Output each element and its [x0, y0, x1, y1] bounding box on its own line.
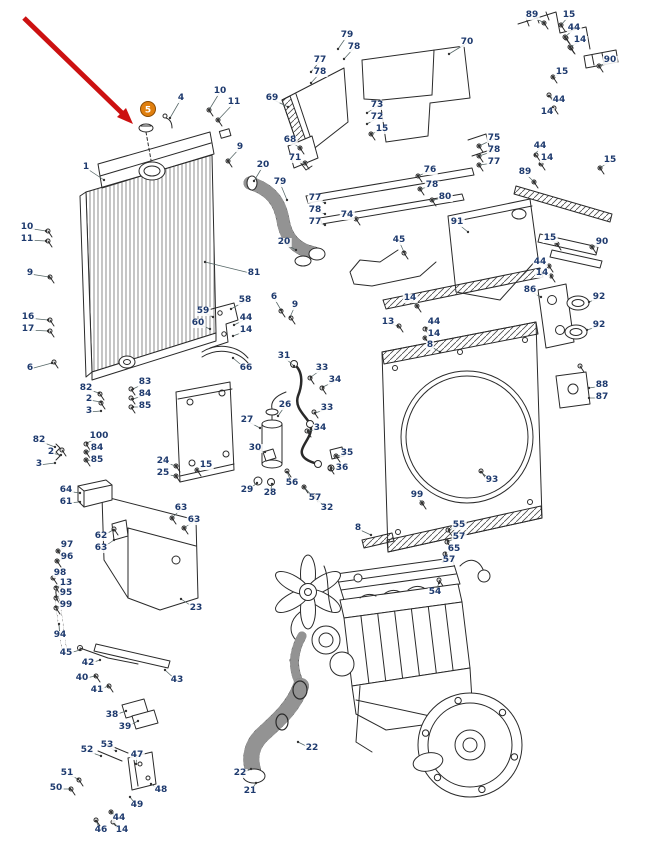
air-guide-panels — [281, 45, 491, 287]
mid-brackets — [175, 302, 249, 483]
drawing — [45, 11, 619, 829]
engine — [275, 554, 523, 798]
highlight-badge: 5 — [140, 101, 156, 117]
overflow-bottle — [261, 391, 287, 469]
mounting-plate — [77, 479, 199, 611]
radiator — [79, 113, 232, 381]
right-brackets — [513, 11, 619, 409]
highlight-badge-label: 5 — [145, 106, 151, 116]
small-parts-left — [54, 443, 171, 791]
fan-shroud — [361, 267, 544, 553]
upper-hose — [243, 175, 326, 267]
radiator-cap — [138, 123, 154, 161]
lower-hose — [242, 631, 309, 784]
red-arrow — [22, 16, 133, 124]
